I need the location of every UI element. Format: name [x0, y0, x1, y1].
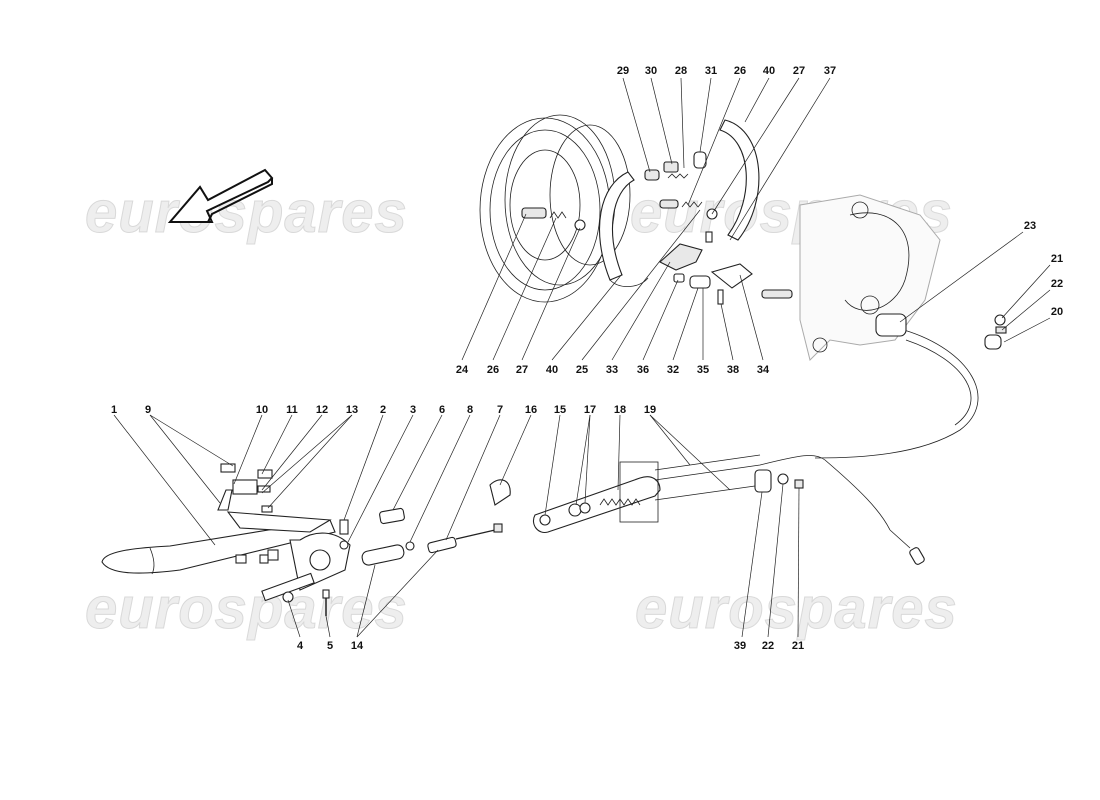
- callout-22-right: 22: [1051, 278, 1063, 290]
- callout-27-top: 27: [793, 65, 805, 77]
- callout-23: 23: [1024, 220, 1036, 232]
- callout-5: 5: [327, 640, 333, 652]
- callout-10: 10: [256, 404, 268, 416]
- watermark-bottom-left: eurospares: [85, 576, 408, 641]
- callout-9: 9: [145, 404, 151, 416]
- callout-31: 31: [705, 65, 717, 77]
- callout-26-mid: 26: [487, 364, 499, 376]
- callout-36: 36: [637, 364, 649, 376]
- callout-20: 20: [1051, 306, 1063, 318]
- callout-3: 3: [410, 404, 416, 416]
- callout-16: 16: [525, 404, 537, 416]
- brake-shoe-right: [719, 119, 760, 241]
- brake-shoe-left: [599, 171, 649, 287]
- callout-25: 25: [576, 364, 588, 376]
- callout-21-bottom: 21: [792, 640, 804, 652]
- callout-17: 17: [584, 404, 596, 416]
- callout-32: 32: [667, 364, 679, 376]
- shoe-hardware: [521, 151, 793, 305]
- callout-18: 18: [614, 404, 626, 416]
- callout-12: 12: [316, 404, 328, 416]
- callout-2: 2: [380, 404, 386, 416]
- cables: [654, 313, 1007, 565]
- handbrake-lever: [101, 463, 351, 616]
- callout-24: 24: [456, 364, 469, 376]
- callout-40-mid: 40: [546, 364, 558, 376]
- callout-13: 13: [346, 404, 358, 416]
- callout-1: 1: [111, 404, 117, 416]
- callout-37: 37: [824, 65, 836, 77]
- callout-21-right: 21: [1051, 253, 1063, 265]
- callout-27-mid: 27: [516, 364, 528, 376]
- callout-28: 28: [675, 65, 687, 77]
- callout-29: 29: [617, 65, 629, 77]
- callout-7: 7: [497, 404, 503, 416]
- callout-6: 6: [439, 404, 445, 416]
- watermarks: eurospares eurospares eurospares eurospa…: [85, 180, 958, 642]
- callout-26-top: 26: [734, 65, 746, 77]
- callout-39: 39: [734, 640, 746, 652]
- direction-arrow-icon: [167, 168, 274, 223]
- equaliser: [532, 461, 661, 534]
- cable-rod: [361, 479, 511, 566]
- callout-11: 11: [286, 404, 298, 416]
- watermark-bottom-right: eurospares: [635, 576, 958, 641]
- callout-30: 30: [645, 65, 657, 77]
- callout-4: 4: [297, 640, 304, 652]
- callout-40-top: 40: [763, 65, 775, 77]
- callout-8: 8: [467, 404, 473, 416]
- callout-14: 14: [351, 640, 364, 652]
- callout-35: 35: [697, 364, 709, 376]
- callout-22-bottom: 22: [762, 640, 774, 652]
- leader-lines: [113, 77, 1051, 638]
- callout-38: 38: [727, 364, 739, 376]
- callout-labels: 29 30 28 31 26 40 27 37 24 26 27 40 25 3…: [111, 65, 1063, 652]
- callout-19: 19: [644, 404, 656, 416]
- callout-34: 34: [757, 364, 770, 376]
- callout-15: 15: [554, 404, 566, 416]
- callout-33: 33: [606, 364, 618, 376]
